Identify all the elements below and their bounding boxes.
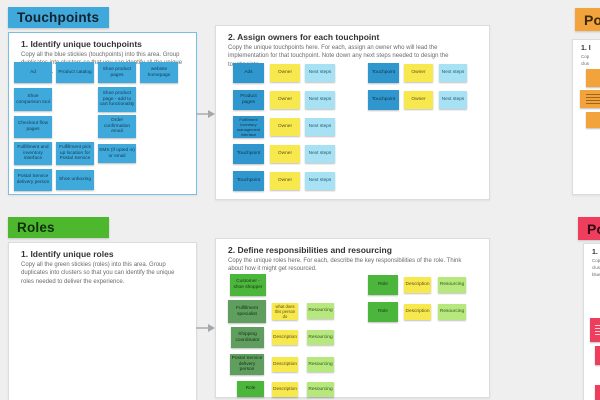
- roles-panel-1-description: Copy all the green stickies (roles) into…: [21, 262, 175, 285]
- right-top-section-header[interactable]: Po: [575, 8, 600, 31]
- touchpoint-sticky[interactable]: Touchpoint: [368, 63, 399, 83]
- resourcing-sticky[interactable]: Resourcing: [307, 357, 334, 372]
- orange-sticky[interactable]: [586, 112, 600, 128]
- role-sticky[interactable]: Shipping coordinator: [231, 327, 264, 348]
- right-bottom-panel-desc-line: blue: [592, 271, 600, 277]
- orange-sticky[interactable]: [586, 69, 600, 87]
- resourcing-sticky[interactable]: Resourcing: [307, 330, 334, 345]
- touchpoints-section-label: Touchpoints: [17, 10, 100, 25]
- role-sticky[interactable]: Customer - shoe shopper: [230, 274, 266, 296]
- touchpoints-panel-2-title: 2. Assign owners for each touchpoint: [228, 32, 380, 42]
- touchpoint-sticky[interactable]: Fulfillment pick up location for Postal …: [56, 142, 94, 165]
- touchpoint-sticky[interactable]: website homepage: [140, 62, 178, 83]
- next-steps-sticky[interactable]: Next steps: [439, 91, 467, 109]
- owner-sticky[interactable]: Owner: [404, 64, 433, 82]
- role-sticky[interactable]: Role: [368, 275, 398, 295]
- tiny-text-lines: [585, 94, 600, 104]
- role-sticky[interactable]: Role: [237, 381, 264, 397]
- right-top-panel-desc-line: clus: [581, 60, 590, 66]
- resourcing-sticky[interactable]: Resourcing: [438, 304, 466, 320]
- roles-panel-1[interactable]: 1. Identify unique roles Copy all the gr…: [8, 242, 197, 400]
- touchpoints-panel-1-title: 1. Identify unique touchpoints: [21, 39, 142, 49]
- touchpoint-sticky[interactable]: Ads: [233, 63, 264, 83]
- description-sticky[interactable]: Description: [404, 304, 431, 320]
- next-steps-sticky[interactable]: Next steps: [305, 64, 335, 82]
- next-steps-sticky[interactable]: Next steps: [305, 91, 335, 109]
- owner-sticky[interactable]: Owner: [270, 145, 300, 163]
- description-sticky[interactable]: Description: [404, 277, 431, 293]
- owner-sticky[interactable]: Owner: [270, 64, 300, 82]
- roles-section-label: Roles: [17, 220, 55, 235]
- connector-arrow-touchpoints[interactable]: [196, 108, 215, 120]
- tiny-text-lines: [594, 324, 600, 336]
- next-steps-sticky[interactable]: Next steps: [305, 118, 335, 136]
- right-top-panel-title: 1. I: [581, 45, 591, 52]
- touchpoint-sticky[interactable]: Touchpoint: [233, 144, 264, 164]
- pink-sticky[interactable]: [590, 318, 600, 342]
- connector-arrow-roles[interactable]: [196, 322, 215, 334]
- touchpoint-sticky[interactable]: Touchpoint: [368, 90, 399, 110]
- touchpoint-sticky[interactable]: Fulfillment and inventory interface: [14, 142, 52, 165]
- pink-sticky[interactable]: [595, 346, 600, 365]
- role-sticky[interactable]: Role: [368, 302, 398, 322]
- touchpoint-sticky[interactable]: Product catalog: [56, 62, 94, 83]
- right-top-section-label: Po: [584, 11, 600, 28]
- description-sticky[interactable]: what does this person do: [272, 303, 298, 320]
- touchpoint-sticky[interactable]: Ad: [14, 62, 52, 83]
- pink-sticky[interactable]: [595, 385, 600, 400]
- right-bottom-panel-title: 1. I: [592, 249, 600, 256]
- right-bottom-panel-desc-line: Cop: [592, 258, 600, 263]
- owner-sticky[interactable]: Owner: [270, 118, 300, 136]
- touchpoint-sticky[interactable]: Shoe product page - add to cart function…: [98, 87, 136, 112]
- touchpoint-sticky[interactable]: Checkout flow pages: [14, 116, 52, 138]
- right-bottom-section-label: Po: [587, 220, 600, 237]
- touchpoint-sticky[interactable]: SMS (if opted in) or email: [98, 144, 136, 163]
- owner-sticky[interactable]: Owner: [270, 91, 300, 109]
- touchpoints-section-header[interactable]: Touchpoints: [8, 7, 109, 28]
- touchpoint-sticky[interactable]: Order confirmation email: [98, 115, 136, 138]
- roles-panel-2-title: 2. Define responsibilities and resourcin…: [228, 245, 392, 255]
- touchpoint-sticky[interactable]: Shoe comparison tool: [14, 88, 52, 111]
- owner-sticky[interactable]: Owner: [270, 172, 300, 190]
- roles-panel-2-description: Copy the unique roles here. For each, de…: [228, 258, 462, 273]
- touchpoint-sticky[interactable]: Shoe unboxing: [56, 170, 94, 190]
- next-steps-sticky[interactable]: Next steps: [439, 64, 467, 82]
- next-steps-sticky[interactable]: Next steps: [305, 145, 335, 163]
- role-sticky[interactable]: Fulfillment specialist: [228, 300, 266, 323]
- right-bottom-section-header[interactable]: Po: [578, 217, 600, 240]
- touchpoint-sticky[interactable]: Postal Service delivery person: [14, 169, 52, 191]
- roles-section-header[interactable]: Roles: [8, 217, 109, 238]
- resourcing-sticky[interactable]: Resourcing: [307, 303, 334, 319]
- owner-sticky[interactable]: Owner: [404, 91, 433, 109]
- description-sticky[interactable]: Description: [272, 330, 298, 345]
- right-bottom-panel-desc-line: clus: [592, 264, 600, 270]
- touchpoint-sticky[interactable]: Fulfillment inventory management interfa…: [233, 116, 264, 138]
- touchpoints-panel-2[interactable]: 2. Assign owners for each touchpoint Cop…: [215, 25, 490, 200]
- description-sticky[interactable]: Description: [272, 357, 298, 372]
- orange-sticky[interactable]: [580, 90, 600, 108]
- touchpoint-sticky[interactable]: Product pages: [233, 90, 264, 110]
- resourcing-sticky[interactable]: Resourcing: [438, 277, 466, 293]
- next-steps-sticky[interactable]: Next steps: [305, 172, 335, 190]
- description-sticky[interactable]: Description: [272, 382, 298, 397]
- touchpoint-sticky[interactable]: Touchpoint: [233, 171, 264, 191]
- touchpoint-sticky[interactable]: Shoe product pages: [98, 62, 136, 83]
- resourcing-sticky[interactable]: Resourcing: [307, 382, 334, 397]
- role-sticky[interactable]: Postal Service delivery person: [230, 354, 264, 375]
- right-top-panel-desc-line: Cop: [581, 54, 590, 59]
- roles-panel-1-title: 1. Identify unique roles: [21, 249, 114, 259]
